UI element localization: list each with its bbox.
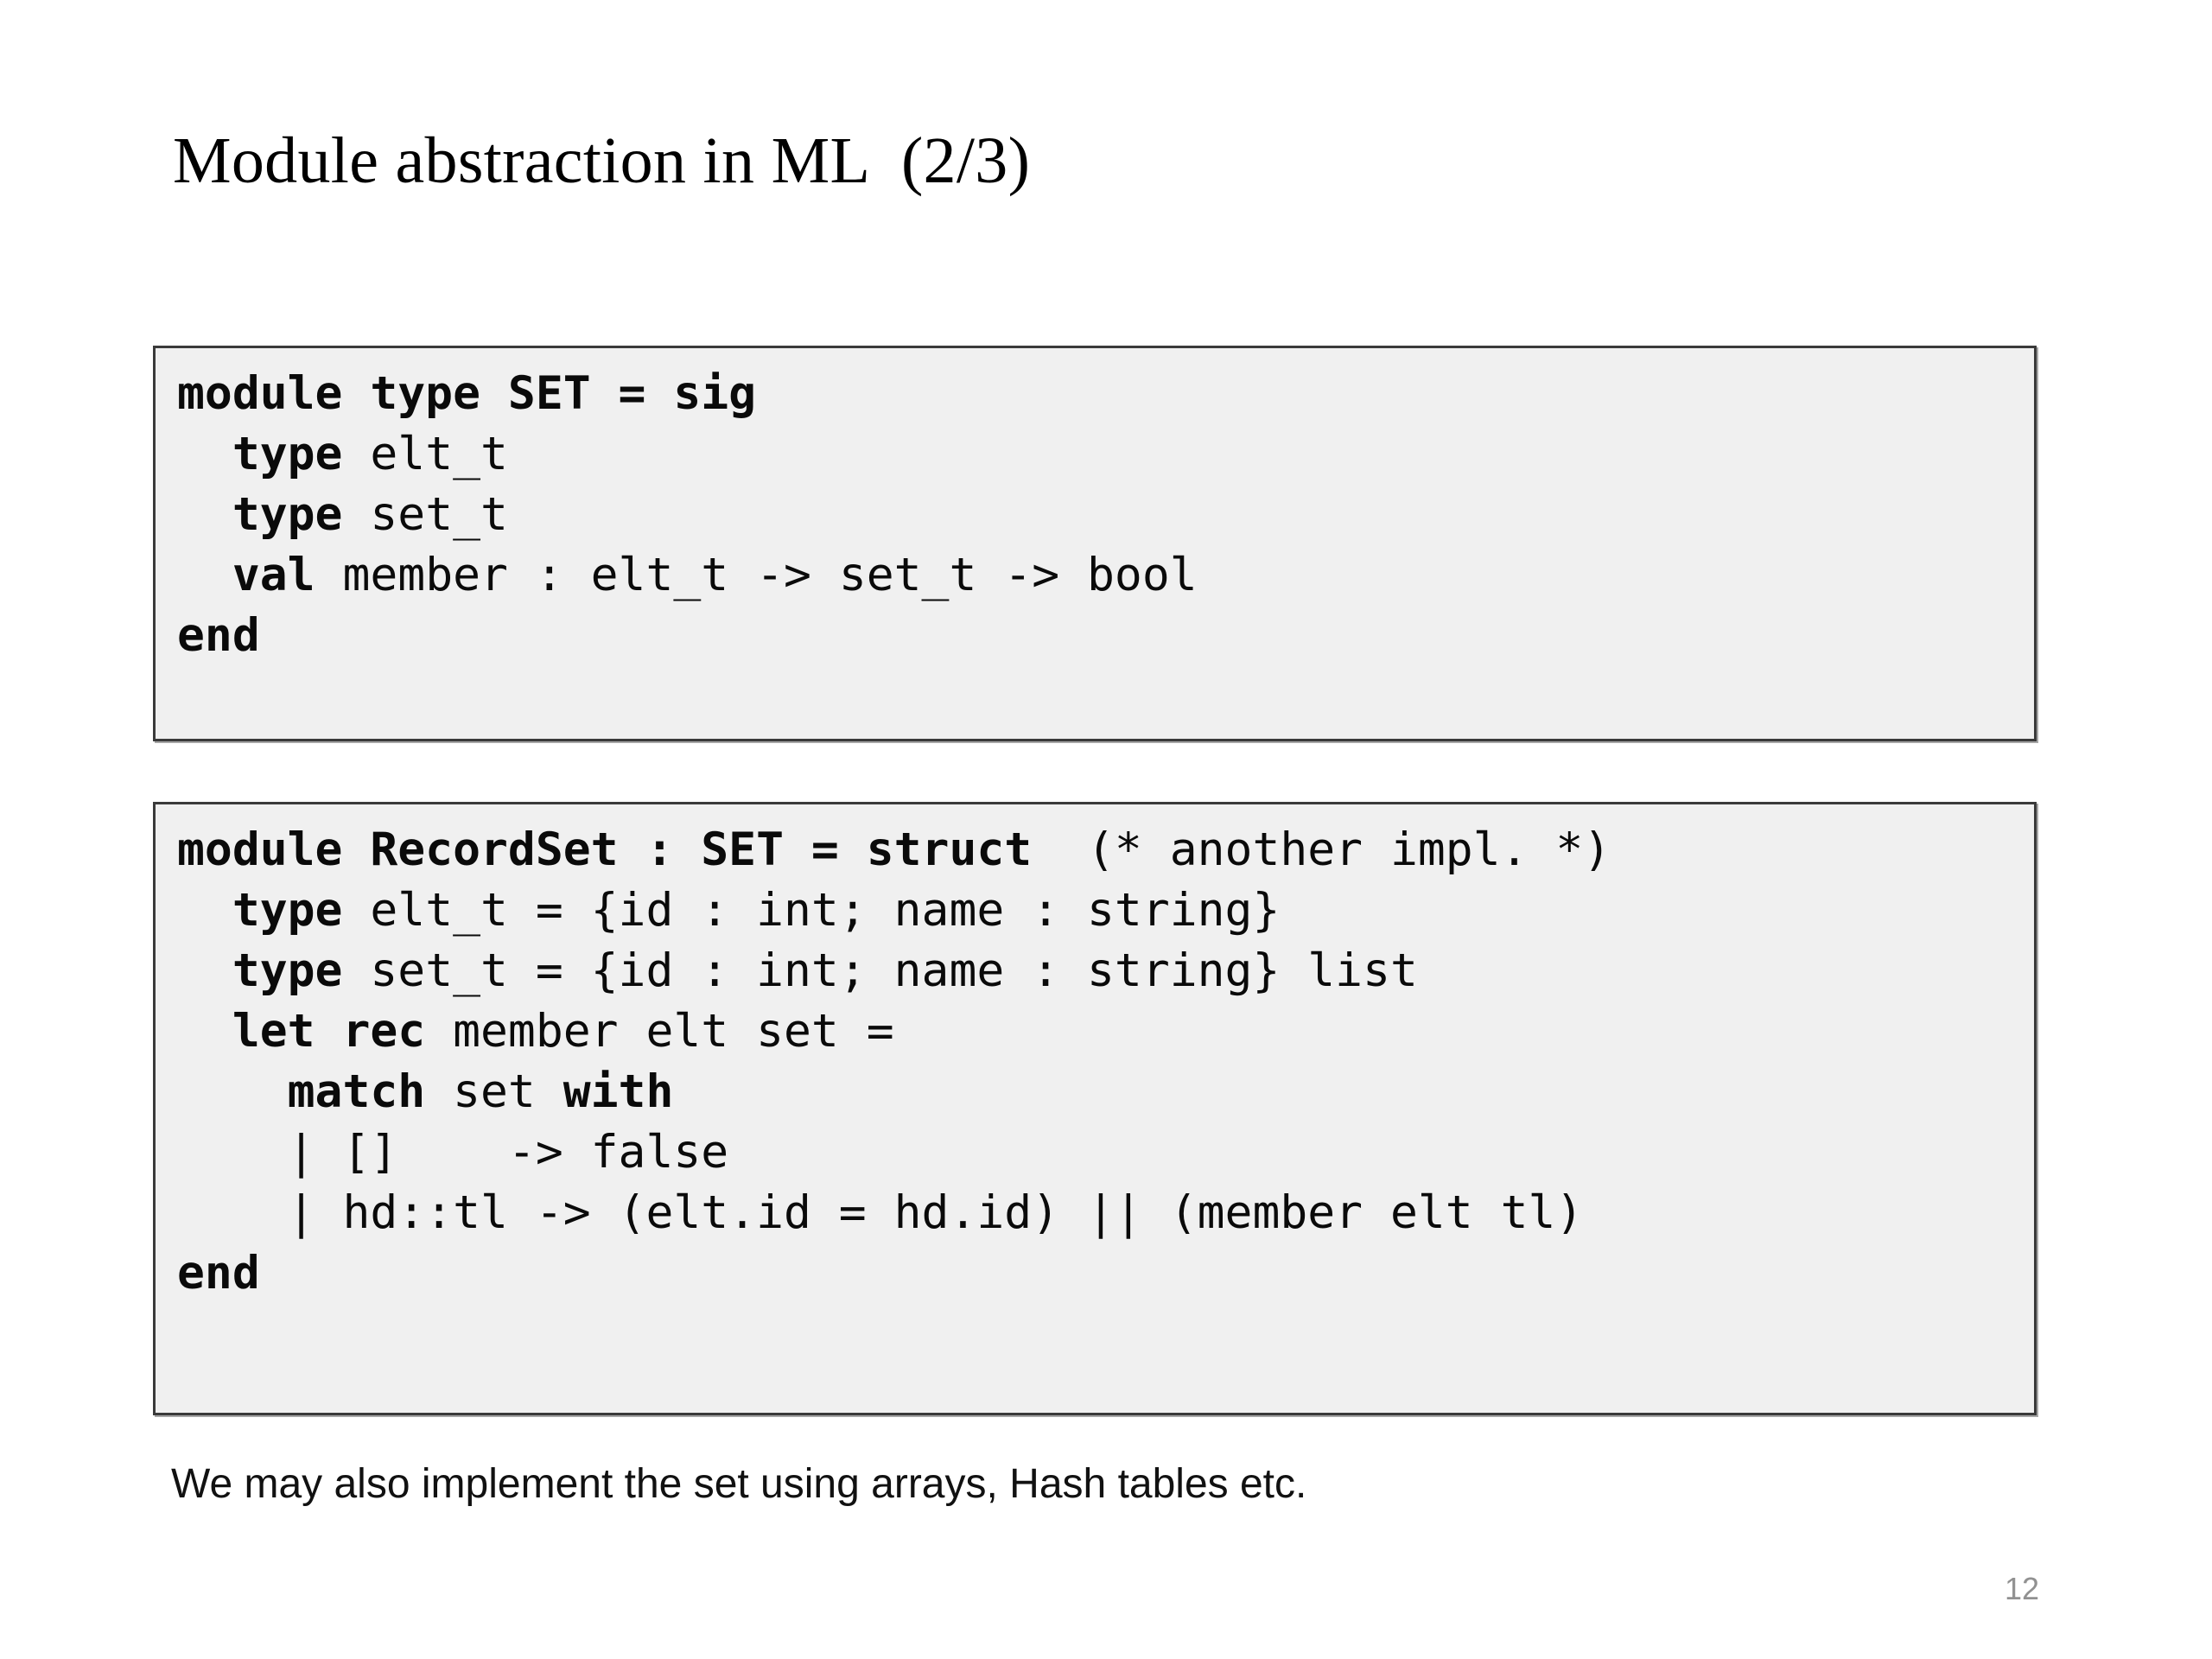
code-text: | hd::tl -> (elt.id = hd.id) || (member … <box>177 1186 1584 1239</box>
code-keyword: type <box>232 488 343 541</box>
code-lines-implementation: module RecordSet : SET = struct (* anoth… <box>177 820 1611 1304</box>
code-keyword: let rec <box>232 1005 426 1058</box>
code-line: module type SET = sig <box>177 364 1198 424</box>
code-text: set <box>425 1065 563 1118</box>
code-line: type elt_t <box>177 424 1198 485</box>
code-line: end <box>177 1243 1611 1304</box>
code-text: | [] -> false <box>177 1126 729 1179</box>
code-text <box>177 1065 288 1118</box>
code-keyword: module type SET = sig <box>177 367 757 420</box>
code-block-implementation: module RecordSet : SET = struct (* anoth… <box>153 802 2037 1415</box>
code-block-signature: module type SET = sig type elt_t type se… <box>153 346 2037 741</box>
page-title: Module abstraction in ML (2/3) <box>173 124 1031 197</box>
code-lines-signature: module type SET = sig type elt_t type se… <box>177 364 1198 666</box>
code-line: type set_t <box>177 485 1198 545</box>
code-text: elt_t = {id : int; name : string} <box>342 884 1281 937</box>
code-line: end <box>177 606 1198 666</box>
code-text <box>177 549 232 601</box>
code-text: elt_t <box>342 428 508 480</box>
code-keyword: type <box>232 884 343 937</box>
code-line: val member : elt_t -> set_t -> bool <box>177 545 1198 606</box>
code-text <box>177 944 232 997</box>
code-text <box>177 1005 232 1058</box>
code-text <box>177 428 232 480</box>
code-keyword: end <box>177 609 260 662</box>
code-text: member : elt_t -> set_t -> bool <box>315 549 1198 601</box>
code-keyword: match <box>287 1065 426 1118</box>
code-line: type elt_t = {id : int; name : string} <box>177 880 1611 941</box>
code-text: member elt set = <box>425 1005 894 1058</box>
code-text <box>177 884 232 937</box>
code-line: match set with <box>177 1062 1611 1122</box>
code-line: | hd::tl -> (elt.id = hd.id) || (member … <box>177 1183 1611 1243</box>
code-text <box>177 488 232 541</box>
code-line: type set_t = {id : int; name : string} l… <box>177 941 1611 1001</box>
code-line: | [] -> false <box>177 1122 1611 1183</box>
code-text: set_t <box>342 488 508 541</box>
code-line: module RecordSet : SET = struct (* anoth… <box>177 820 1611 880</box>
code-keyword: val <box>232 549 315 601</box>
code-keyword: with <box>563 1065 674 1118</box>
code-keyword: end <box>177 1247 260 1300</box>
code-keyword: type <box>232 944 343 997</box>
slide-caption: We may also implement the set using arra… <box>171 1461 1307 1507</box>
code-text: set_t = {id : int; name : string} list <box>342 944 1418 997</box>
code-line: let rec member elt set = <box>177 1001 1611 1062</box>
page-number: 12 <box>2005 1571 2040 1606</box>
code-keyword: module RecordSet : SET = struct <box>177 823 1033 876</box>
code-keyword: type <box>232 428 343 480</box>
code-text: (* another impl. *) <box>1032 823 1611 876</box>
